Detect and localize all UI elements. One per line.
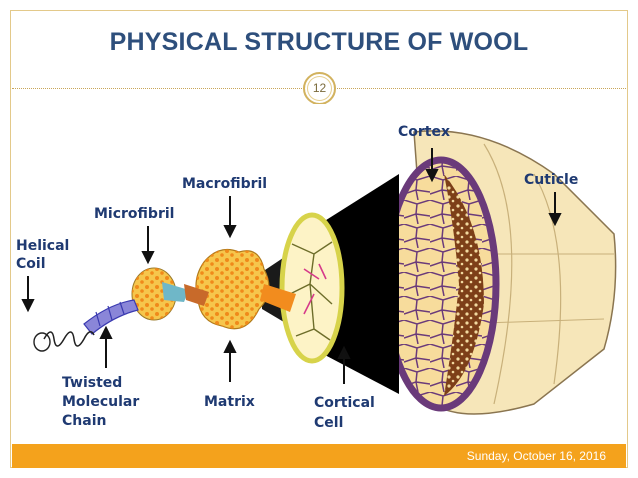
- label-twisted: Twisted: [62, 375, 122, 391]
- cortex-cross-section: [382, 156, 500, 412]
- macrofibril-shape: [195, 249, 296, 330]
- label-cell: Cell: [314, 415, 343, 431]
- label-cortex: Cortex: [398, 124, 450, 140]
- label-microfibril: Microfibril: [94, 206, 174, 222]
- wool-structure-diagram: Helical Coil Microfibril Macrofibril Cor…: [14, 104, 624, 438]
- footer-date: Sunday, October 16, 2016: [466, 449, 606, 463]
- microfibril-shape: [131, 267, 209, 321]
- cortical-cell-disc: [279, 212, 345, 364]
- footer-bar: Sunday, October 16, 2016: [12, 444, 626, 468]
- label-macrofibril: Macrofibril: [182, 176, 267, 192]
- label-molecular: Molecular: [62, 394, 139, 410]
- diagram-svg: Helical Coil Microfibril Macrofibril Cor…: [16, 124, 617, 431]
- label-helical: Helical: [16, 238, 69, 254]
- helical-coil-shape: [43, 331, 95, 347]
- page-number-badge: 12: [303, 72, 336, 105]
- label-cortical: Cortical: [314, 395, 375, 411]
- twisted-chain-shape: [83, 299, 139, 335]
- label-chain: Chain: [62, 413, 106, 429]
- label-cuticle: Cuticle: [524, 172, 578, 188]
- label-coil: Coil: [16, 256, 46, 272]
- slide-title: PHYSICAL STRUCTURE OF WOOL: [109, 28, 529, 56]
- label-matrix: Matrix: [204, 394, 255, 410]
- pointer-arrows: [21, 148, 562, 384]
